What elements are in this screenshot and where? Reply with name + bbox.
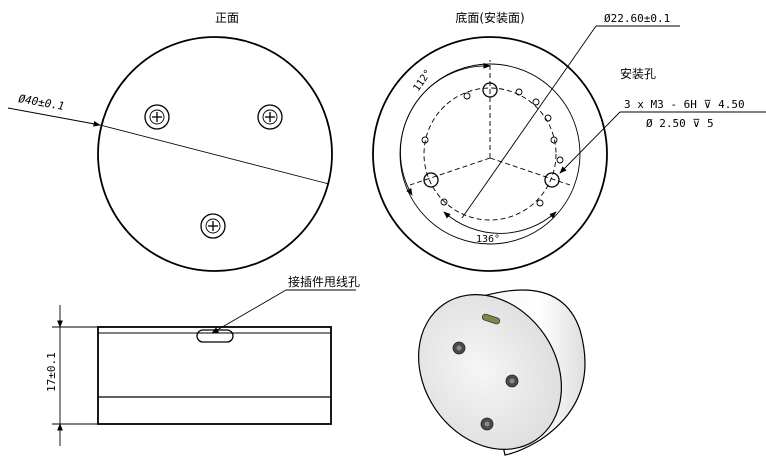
angle-arc-top [399, 62, 491, 196]
centerline-left [409, 157, 491, 186]
iso-screw-1 [452, 341, 466, 355]
angle-arc-bottom [443, 211, 557, 234]
iso-front-face [418, 294, 562, 450]
iso-screw-2 [505, 374, 519, 388]
mount-holes-spec-2: Ø 2.50 ⊽ 5 [646, 117, 714, 130]
screw-top-right [257, 104, 283, 130]
iso-screw-3 [480, 417, 494, 431]
front-view-title: 正面 [215, 11, 239, 25]
outer-diameter-label: Ø40±0.1 [17, 92, 65, 113]
connector-leader [211, 289, 287, 334]
mount-holes-title: 安装孔 [620, 66, 656, 81]
bolt-circle-label: Ø22.60±0.1 [604, 12, 670, 25]
connector-hole-label: 接插件甩线孔 [288, 274, 360, 289]
bottom-outer-circle [372, 36, 608, 272]
mount-hole-right [544, 172, 560, 188]
small-holes [421, 88, 564, 207]
front-diameter-line [99, 124, 330, 185]
bottom-view-title: 底面(安装面) [455, 10, 524, 25]
screw-bottom [200, 213, 226, 239]
bolt-circle [423, 87, 557, 221]
front-view: 正面 Ø40±0.1 [7, 11, 333, 272]
angle-top-label: 112° [411, 68, 434, 94]
side-view: 17±0.1 接插件甩线孔 [45, 274, 360, 446]
iso-connector-slot [481, 313, 501, 325]
front-diameter-leader [7, 107, 101, 127]
mount-holes-leader [559, 111, 621, 174]
centerline-right [489, 157, 571, 186]
bolt-circle-leader [461, 25, 597, 219]
height-label: 17±0.1 [45, 352, 58, 392]
angle-bottom-label: 136° [476, 234, 500, 245]
bottom-view: 底面(安装面) 112° 136° Ø2 [372, 10, 766, 272]
connector-slot [196, 329, 234, 343]
side-body-outline [97, 326, 332, 425]
screw-top-left [144, 104, 170, 130]
mount-holes-spec-1: 3 x M3 - 6H ⊽ 4.50 [624, 98, 745, 111]
front-outer-circle [97, 36, 333, 272]
isometric-view [418, 289, 586, 456]
